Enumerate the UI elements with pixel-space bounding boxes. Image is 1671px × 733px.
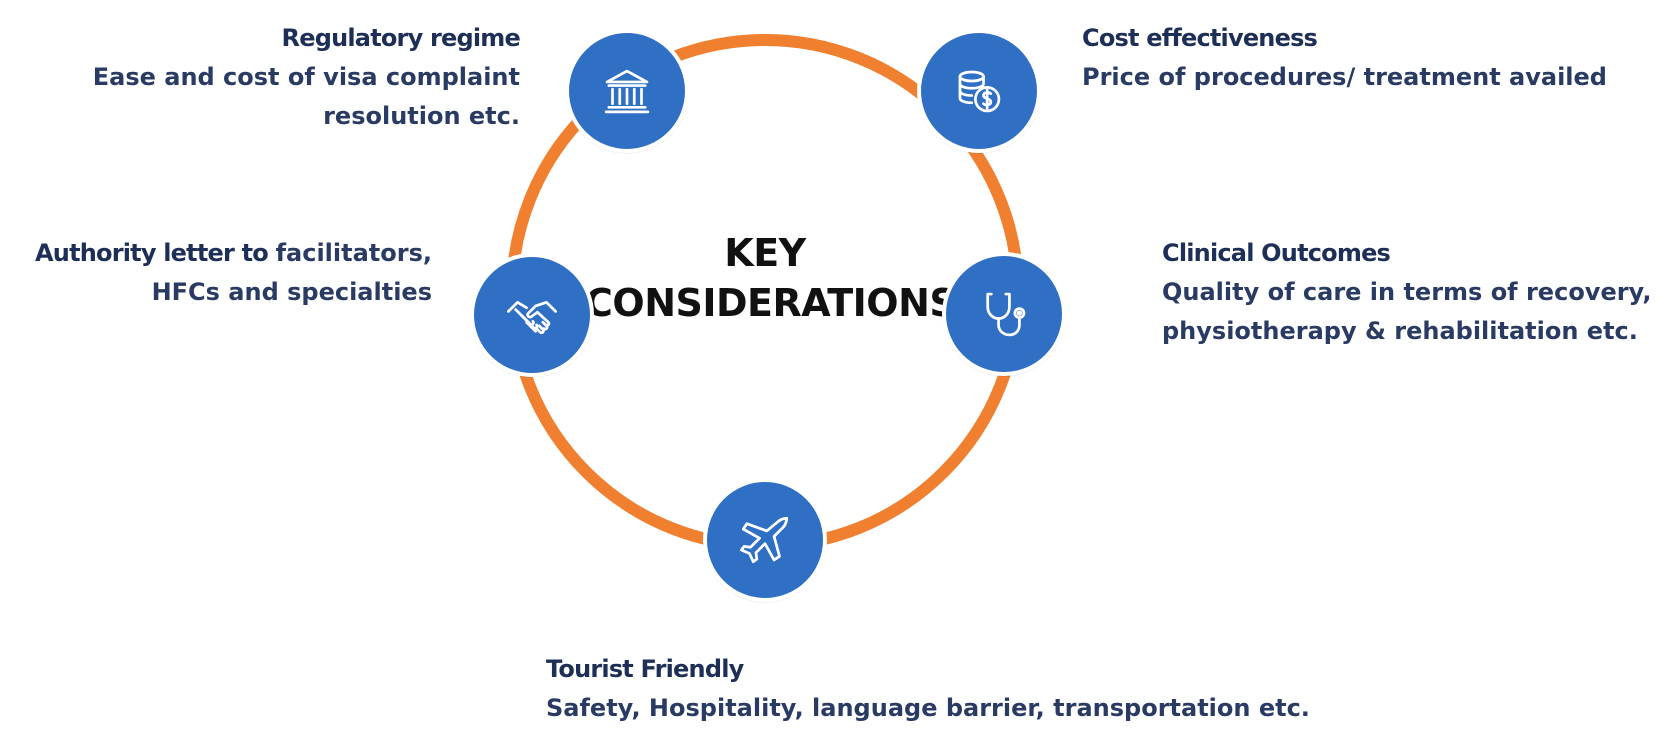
center-title-line-2: CONSIDERATIONS (585, 281, 957, 325)
authority-heading: Authority letter to (35, 239, 269, 267)
cost-desc-line-1: Price of procedures/ treatment availed (1082, 63, 1607, 91)
handshake-icon (507, 300, 557, 335)
cost-label: Cost effectiveness Price of procedures/ … (1082, 19, 1662, 97)
clinical-heading: Clinical Outcomes (1162, 239, 1391, 267)
authority-label: Authority letter to facilitators, HFCs a… (0, 234, 432, 312)
cost-node (917, 29, 1041, 153)
authority-desc-line-2: HFCs and specialties (151, 278, 432, 306)
regulatory-desc-line-2: resolution etc. (323, 102, 520, 130)
authority-desc-suffix: facilitators, (275, 239, 432, 267)
regulatory-heading: Regulatory regime (281, 24, 521, 52)
tourist-node (703, 478, 827, 602)
tourist-heading: Tourist Friendly (546, 655, 744, 683)
clinical-node (942, 252, 1066, 376)
coins-dollar-icon (958, 70, 1001, 113)
cost-heading: Cost effectiveness (1082, 24, 1318, 52)
tourist-desc-line-1: Safety, Hospitality, language barrier, t… (546, 694, 1310, 722)
regulatory-label: Regulatory regime Ease and cost of visa … (60, 19, 521, 136)
authority-node (470, 253, 594, 377)
clinical-desc-line-1: Quality of care in terms of recovery, (1162, 278, 1652, 306)
clinical-label: Clinical Outcomes Quality of care in ter… (1162, 234, 1667, 351)
regulatory-node (565, 29, 689, 153)
government-building-icon (604, 69, 650, 114)
clinical-desc-line-2: physiotherapy & rehabilitation etc. (1162, 317, 1638, 345)
center-title-line-1: KEY (724, 231, 806, 275)
tourist-label: Tourist Friendly Safety, Hospitality, la… (546, 650, 1310, 728)
center-title: KEY CONSIDERATIONS (585, 228, 957, 328)
regulatory-desc-line-1: Ease and cost of visa complaint (92, 63, 520, 91)
stethoscope-icon (986, 292, 1026, 337)
airplane-icon (740, 516, 789, 564)
